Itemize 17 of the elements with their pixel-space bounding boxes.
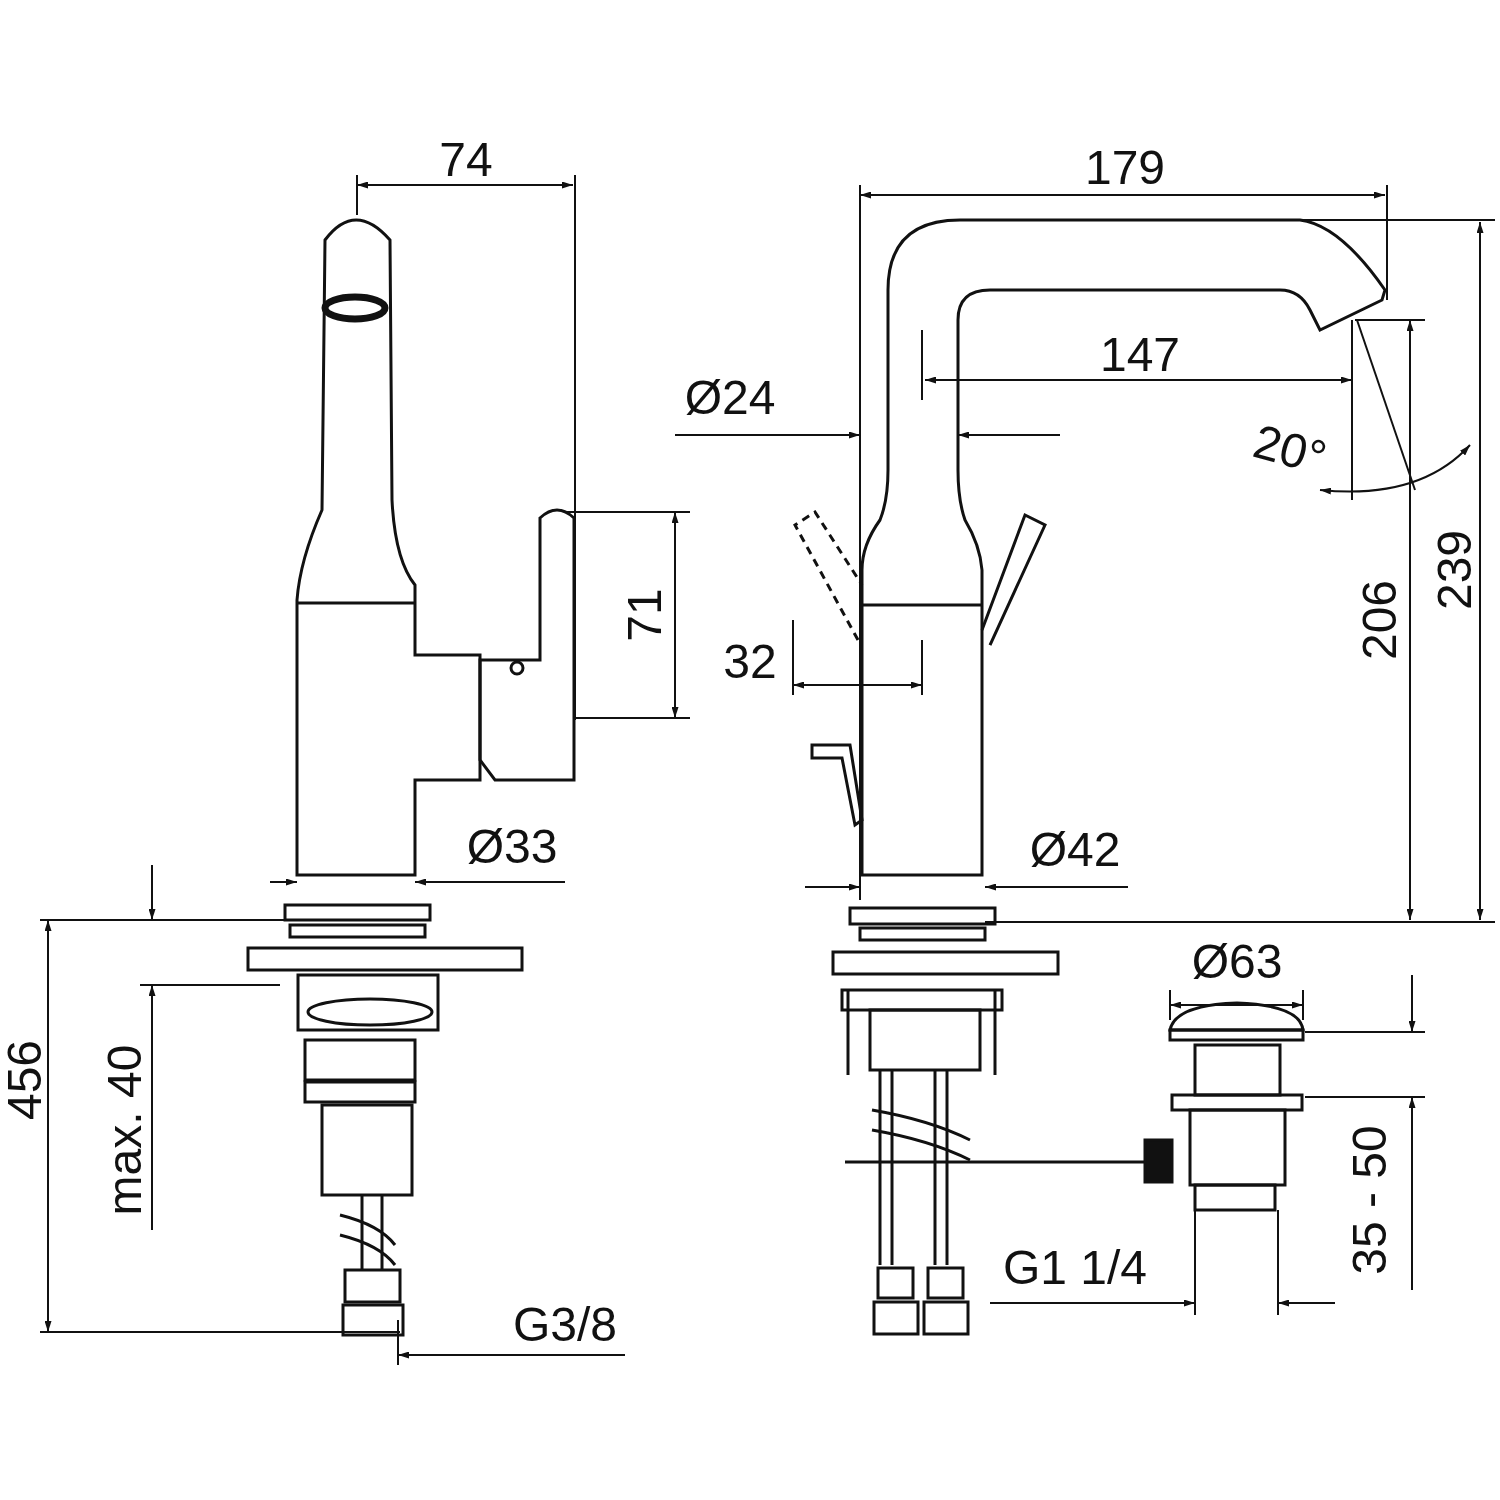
dimension-value: 456 <box>1 1039 49 1121</box>
dimension-value: 239 <box>1431 529 1479 611</box>
dimension-value: max. 40 <box>101 1044 149 1216</box>
dimension-value: 35 - 50 <box>1346 1125 1394 1275</box>
dimension-value: Ø42 <box>1029 826 1121 874</box>
dimension-value: 20° <box>1248 417 1332 483</box>
dimension-value: 74 <box>439 136 493 184</box>
dimension-value: 32 <box>723 638 777 686</box>
dimension-value: 147 <box>1099 331 1181 379</box>
dimension-value: 71 <box>621 588 669 642</box>
dimension-value: Ø63 <box>1191 938 1283 986</box>
dimension-value: Ø33 <box>466 823 558 871</box>
dimension-value: Ø24 <box>684 374 776 422</box>
dimension-value: 179 <box>1084 144 1166 192</box>
dimension-value: 206 <box>1356 579 1404 661</box>
dimension-value: G1 1/4 <box>1002 1244 1148 1292</box>
dimension-value: G3/8 <box>512 1301 618 1349</box>
